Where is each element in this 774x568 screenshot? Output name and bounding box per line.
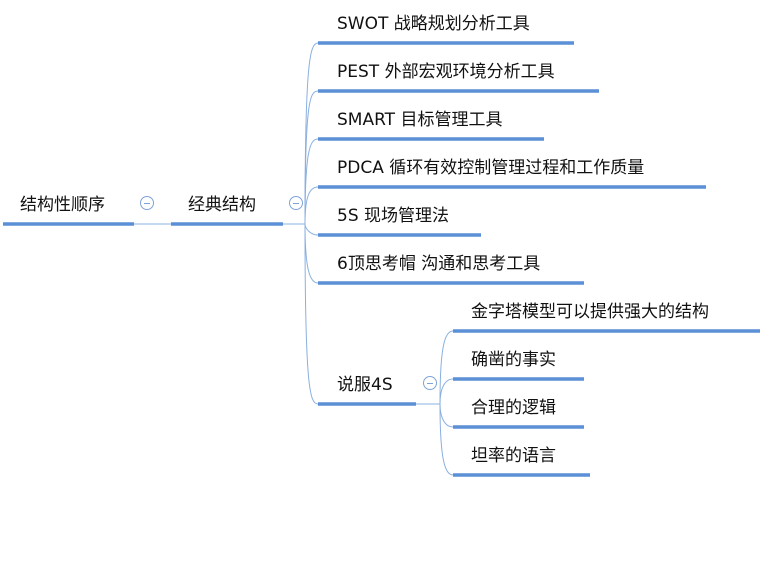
node-logic[interactable]: 合理的逻辑: [471, 398, 556, 418]
node-six-hats[interactable]: 6顶思考帽 沟通和思考工具: [337, 254, 541, 274]
connector: [304, 90, 319, 225]
connector: [304, 223, 319, 405]
connector: [439, 330, 454, 405]
node-facts[interactable]: 确凿的事实: [471, 350, 556, 370]
node-swot[interactable]: SWOT 战略规划分析工具: [337, 14, 530, 34]
node-pest[interactable]: PEST 外部宏观环境分析工具: [337, 62, 555, 82]
node-persuade-4s[interactable]: 说服4S: [337, 375, 393, 395]
node-5s[interactable]: 5S 现场管理法: [337, 206, 450, 226]
node-language[interactable]: 坦率的语言: [471, 446, 556, 466]
connector: [439, 403, 454, 428]
node-pdca[interactable]: PDCA 循环有效控制管理过程和工作质量: [337, 158, 645, 178]
connector: [439, 378, 454, 405]
node-root[interactable]: 结构性顺序: [20, 195, 105, 215]
collapse-icon[interactable]: [140, 196, 154, 210]
node-smart[interactable]: SMART 目标管理工具: [337, 110, 503, 130]
node-pyramid[interactable]: 金字塔模型可以提供强大的结构: [471, 302, 709, 322]
connector: [304, 138, 319, 225]
node-classic[interactable]: 经典结构: [188, 195, 256, 215]
connector: [439, 403, 454, 476]
connector: [304, 186, 319, 225]
collapse-icon[interactable]: [423, 376, 437, 390]
connector: [304, 223, 319, 236]
collapse-icon[interactable]: [289, 196, 303, 210]
